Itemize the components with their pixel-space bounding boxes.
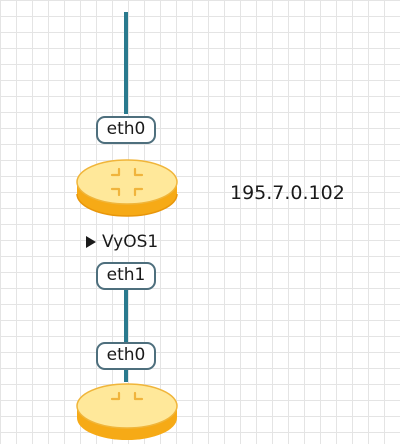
router-label-vyos1[interactable]: VyOS1 [86,232,158,252]
port-lower-router-eth0[interactable]: eth0 [96,342,156,370]
expand-caret-icon[interactable] [86,236,96,248]
router-lower[interactable] [75,380,179,444]
link-lower-eth0-stub[interactable] [124,368,128,382]
link-upstream-to-vyos1-eth0[interactable] [124,12,128,114]
port-vyos1-eth0[interactable]: eth0 [96,116,156,144]
router-name: VyOS1 [102,232,159,252]
router-ip-address: 195.7.0.102 [230,182,345,204]
link-vyos1-eth1-to-lower-eth0[interactable] [124,288,128,342]
router-vyos1[interactable] [75,156,179,220]
port-vyos1-eth1[interactable]: eth1 [96,262,156,290]
router-icon [76,159,178,217]
router-icon [76,383,178,440]
